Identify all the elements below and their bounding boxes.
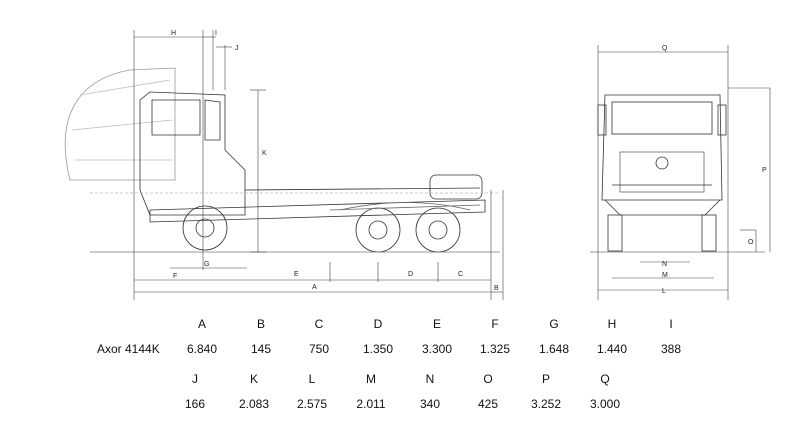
chassis-frame <box>149 199 486 223</box>
spec-header: C <box>314 317 324 331</box>
spec-header: B <box>256 317 266 331</box>
dim-label-a: A <box>312 284 317 291</box>
spec-value: 6.840 <box>186 342 218 356</box>
spec-header: I <box>669 317 673 331</box>
spec-header: O <box>483 372 493 386</box>
fuel-tank <box>429 174 483 200</box>
spec-value: 388 <box>660 342 682 356</box>
spec-value: 2.083 <box>238 397 270 411</box>
spec-header: J <box>192 372 198 386</box>
dim-label-c: C <box>458 271 463 278</box>
spec-value: 145 <box>250 342 272 356</box>
spec-header: D <box>373 317 383 331</box>
mixer-drum <box>64 67 176 181</box>
dim-label-e: E <box>294 271 299 278</box>
dim-label-d: D <box>408 271 413 278</box>
spec-header: G <box>549 317 559 331</box>
spec-value: 1.440 <box>596 342 628 356</box>
cab-side <box>139 91 246 216</box>
front-wheel <box>182 205 228 251</box>
spec-value: 1.350 <box>362 342 394 356</box>
spec-header: M <box>366 372 376 386</box>
cab-front <box>601 94 723 201</box>
spec-value: 340 <box>419 397 441 411</box>
model-name: Axor 4144K <box>97 342 160 356</box>
front-right-wheel <box>701 214 717 252</box>
spec-value: 3.000 <box>589 397 621 411</box>
dim-label-m: M <box>662 272 668 279</box>
spec-value: 1.648 <box>538 342 570 356</box>
spec-value: 1.325 <box>479 342 511 356</box>
dim-label-k: K <box>262 150 267 157</box>
spec-header: A <box>197 317 207 331</box>
spec-header: P <box>541 372 551 386</box>
dim-label-g: G <box>204 261 209 268</box>
dim-label-b: B <box>494 285 499 292</box>
dim-label-l: L <box>662 288 666 295</box>
spec-value: 3.300 <box>421 342 453 356</box>
spec-value: 750 <box>308 342 330 356</box>
dim-label-i: I <box>215 30 217 37</box>
dim-label-q: Q <box>662 45 668 52</box>
rear-wheel-2 <box>415 207 461 253</box>
spec-value: 425 <box>477 397 499 411</box>
star-emblem <box>655 156 669 170</box>
spec-header: H <box>607 317 617 331</box>
truck-dimension-drawing: H I J K G F E D C A B Q P O N M L <box>64 30 771 300</box>
spec-header: F <box>491 317 499 331</box>
dim-label-f: F <box>173 273 177 280</box>
dim-label-j: J <box>235 45 239 52</box>
spec-header: K <box>249 372 259 386</box>
spec-header: Q <box>600 372 610 386</box>
spec-value: 2.011 <box>356 397 386 411</box>
dim-label-p: P <box>762 167 767 174</box>
dim-label-o: O <box>748 239 754 246</box>
spec-header: E <box>432 317 442 331</box>
dim-label-n: N <box>662 261 667 268</box>
front-left-wheel <box>607 214 623 252</box>
spec-value: 3.252 <box>530 397 562 411</box>
dim-label-h: H <box>171 30 176 37</box>
spec-value: 166 <box>184 397 206 411</box>
spec-value: 2.575 <box>296 397 328 411</box>
spec-header: L <box>308 372 316 386</box>
spec-header: N <box>425 372 435 386</box>
rear-wheel-1 <box>355 207 401 253</box>
